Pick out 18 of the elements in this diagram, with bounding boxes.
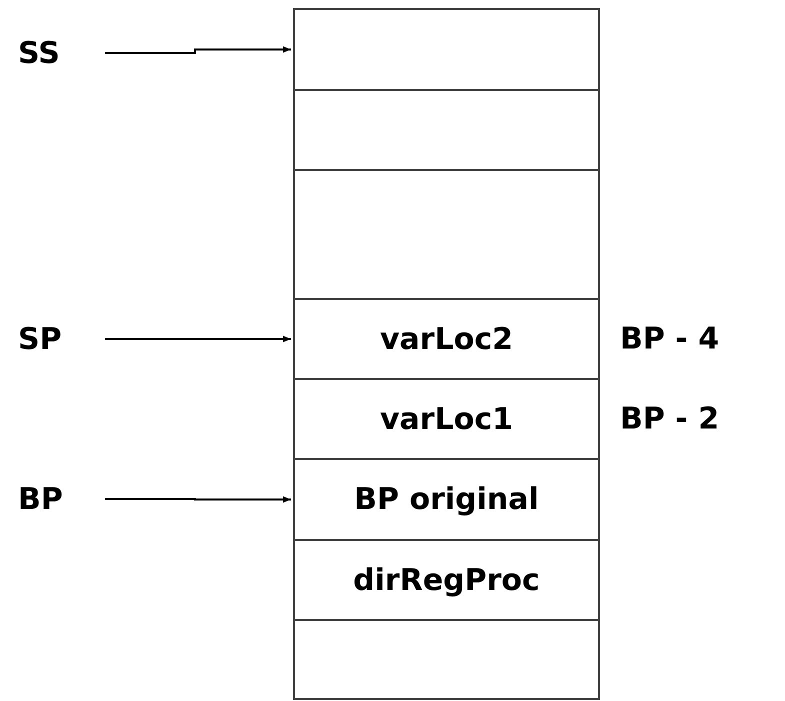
pointer-label: SS xyxy=(18,30,98,76)
arrow xyxy=(105,46,291,54)
stack-cell xyxy=(293,619,600,700)
stack-cell xyxy=(293,169,600,300)
cell-text: varLoc1 xyxy=(380,402,513,436)
stack-cell xyxy=(293,458,600,541)
cell-text: varLoc2 xyxy=(380,322,513,356)
cell-text: dirRegProc xyxy=(353,562,540,598)
arrow xyxy=(105,336,291,342)
stack-cell xyxy=(293,8,600,91)
offset-label: BP - 2 xyxy=(620,402,720,436)
cell-text: BP original xyxy=(354,482,539,517)
arrow xyxy=(105,496,291,503)
pointer-label: SP xyxy=(18,316,98,362)
offset-label: BP - 4 xyxy=(620,322,720,356)
stack-cell xyxy=(293,89,600,171)
pointer-label: BP xyxy=(18,476,98,522)
stack-cell xyxy=(293,539,600,621)
